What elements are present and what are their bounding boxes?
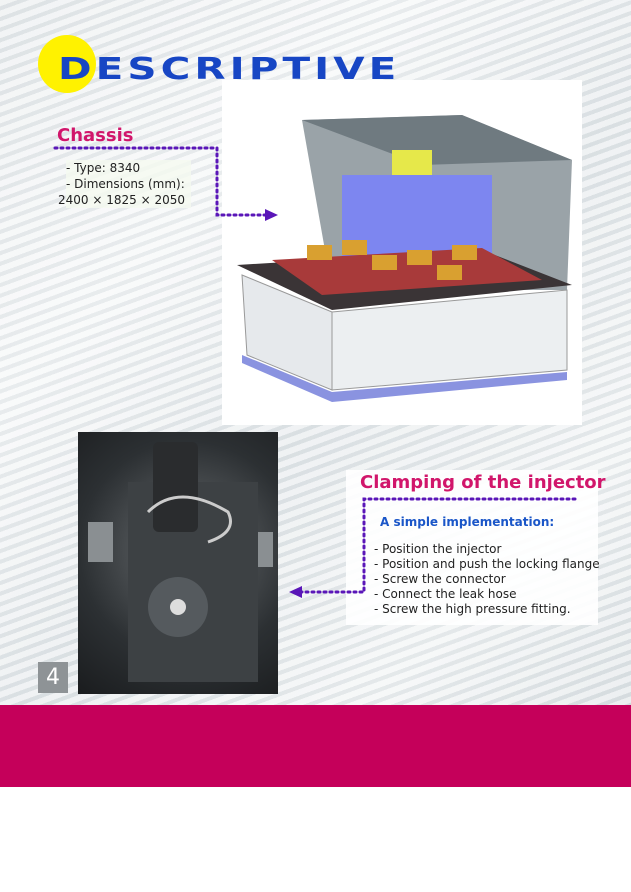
clamping-subtitle: A simple implementation: <box>380 515 555 529</box>
spec-type: - Type: 8340 <box>66 161 141 175</box>
chassis-dotted-arrow <box>53 146 278 221</box>
spec-dimensions-label: - Dimensions (mm): <box>66 177 185 191</box>
injector-clamp-photo <box>78 432 278 694</box>
step-item: - Position the injector <box>374 542 502 556</box>
clamping-dotted-arrow <box>289 497 577 598</box>
step-item: - Screw the connector <box>374 572 506 586</box>
step-item: - Screw the high pressure fitting. <box>374 602 571 616</box>
page-number: 4 <box>38 662 68 693</box>
chassis-specs: - Type: 8340 - Dimensions (mm): 2400 × 1… <box>58 160 191 208</box>
spec-dimensions-value: 2400 × 1825 × 2050 <box>58 193 185 207</box>
clamping-steps: - Position the injector - Position and p… <box>374 542 600 617</box>
chassis-heading: Chassis <box>57 125 134 146</box>
step-item: - Connect the leak hose <box>374 587 517 601</box>
logo-circle <box>38 35 96 93</box>
machine-illustration <box>222 80 582 425</box>
footer-color-band <box>0 705 631 787</box>
clamping-panel <box>346 470 598 625</box>
clamping-heading: Clamping of the injector <box>360 472 606 493</box>
step-item: - Position and push the locking flange <box>374 557 600 571</box>
